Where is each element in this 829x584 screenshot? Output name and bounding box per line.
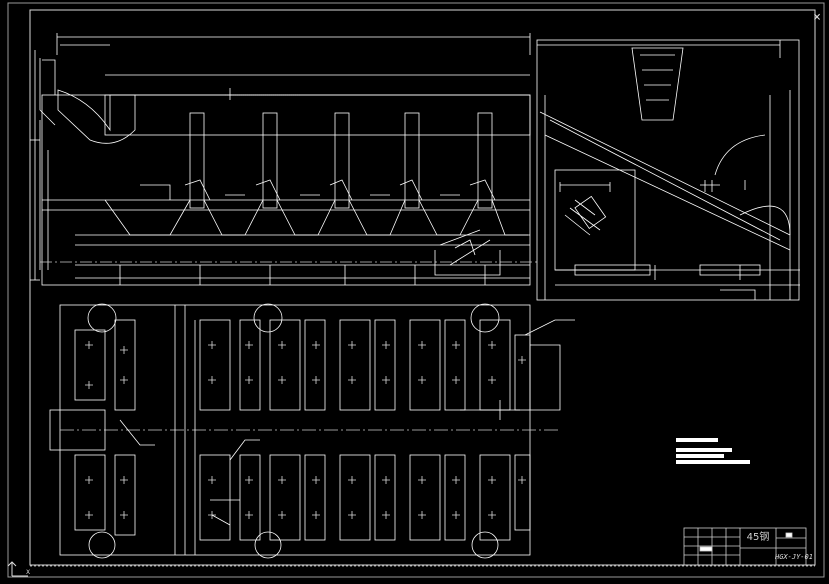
ucs-axis-icon: X [7,561,30,577]
title-block [683,527,807,566]
front-elevation-view [30,33,540,333]
title-block-material: 45钢 [746,532,770,543]
plan-view [49,304,575,559]
technical-notes [676,438,750,464]
side-view [536,39,800,301]
close-icon[interactable]: × [813,10,821,25]
drawing-frame [7,2,825,578]
svg-text:X: X [26,569,30,576]
title-block-drawing-number: HGX-JY-01 [775,553,813,561]
